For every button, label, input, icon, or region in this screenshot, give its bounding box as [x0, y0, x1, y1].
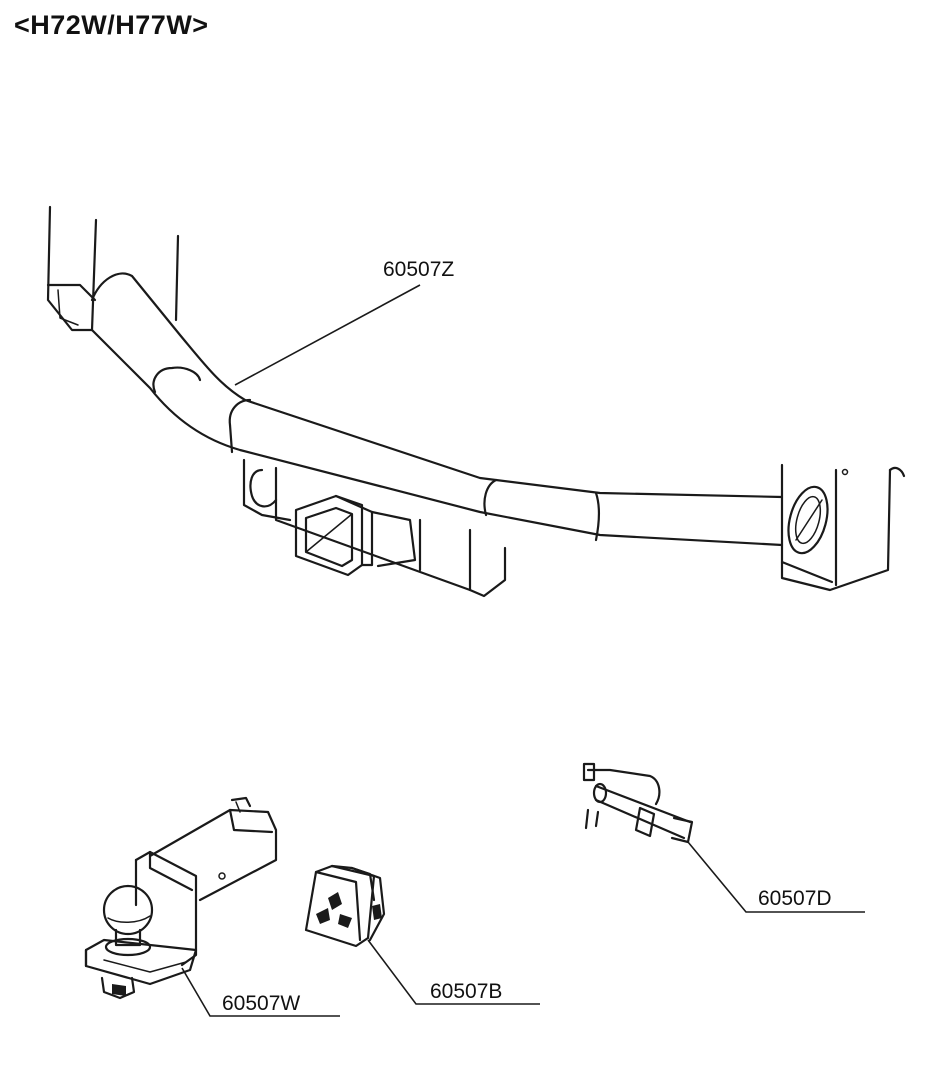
part-label-60507d: 60507D [758, 887, 832, 910]
hitch-receiver-drawing [46, 205, 906, 598]
leader-line-60507d [687, 841, 865, 913]
part-label-60507z: 60507Z [383, 258, 454, 281]
leader-line-60507w [181, 967, 340, 1017]
leader-line-60507z [234, 284, 421, 386]
part-label-60507w: 60507W [222, 992, 300, 1015]
model-codes-title: <H72W/H77W> [14, 10, 209, 40]
part-label-60507b: 60507B [430, 980, 502, 1003]
hitch-cover-drawing [304, 864, 386, 948]
leader-line-60507b [367, 939, 540, 1005]
hitch-pin-drawing [582, 762, 694, 844]
ball-mount-drawing [84, 796, 278, 1000]
